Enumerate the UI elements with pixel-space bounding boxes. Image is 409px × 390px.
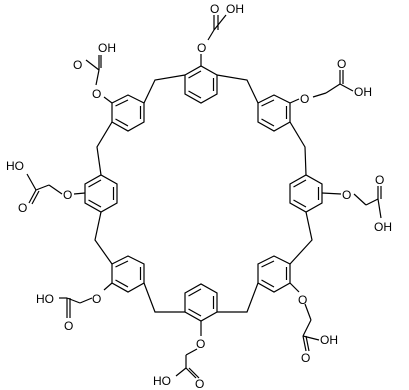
atom-label-ether-oxygen: O bbox=[63, 188, 72, 202]
carboxymethoxy-bonds bbox=[26, 14, 382, 379]
atom-label-carbonyl-oxygen: O bbox=[64, 319, 73, 333]
atom-label-carbonyl-oxygen: O bbox=[73, 58, 82, 72]
aromatic-ring-upper-left bbox=[111, 94, 145, 132]
atom-label-hydroxyl: OH bbox=[374, 220, 392, 234]
atom-label-ether-oxygen: O bbox=[92, 292, 101, 306]
aromatic-ring-lower-left bbox=[111, 255, 145, 293]
aromatic-ring-lower-right bbox=[257, 255, 291, 293]
methylene-bridges bbox=[94, 74, 313, 313]
aromatic-ring-left bbox=[84, 174, 118, 213]
atom-label-carbonyl-oxygen: O bbox=[337, 57, 346, 71]
atom-label-ether-oxygen: O bbox=[197, 41, 206, 55]
atom-label-hydroxyl: OH bbox=[226, 2, 244, 16]
aromatic-ring-upper-right bbox=[257, 94, 291, 132]
atom-label-hydroxyl-reversed: HO bbox=[36, 292, 54, 306]
atom-label-carbonyl-oxygen: O bbox=[210, 2, 219, 16]
atom-label-ether-oxygen: O bbox=[298, 293, 307, 307]
atom-label-carbonyl-oxygen: O bbox=[18, 201, 27, 215]
atom-label-hydroxyl-reversed: HO bbox=[6, 159, 24, 173]
atom-label-hydroxyl: OH bbox=[354, 85, 372, 99]
aromatic-ring-top bbox=[184, 65, 218, 104]
atom-label-ether-oxygen: O bbox=[342, 188, 351, 202]
atom-label-ether-oxygen: O bbox=[300, 92, 309, 106]
atom-label-ether-oxygen: O bbox=[196, 337, 205, 351]
atom-label-ether-oxygen: O bbox=[92, 87, 101, 101]
atom-label-carbonyl-oxygen: O bbox=[375, 173, 384, 187]
aromatic-ring-bottom bbox=[184, 283, 218, 322]
atom-label-hydroxyl: OH bbox=[98, 41, 116, 55]
atom-label-hydroxyl: OH bbox=[320, 333, 338, 347]
atom-label-carbonyl-oxygen: O bbox=[301, 351, 310, 365]
atom-label-carbonyl-oxygen: O bbox=[195, 377, 204, 390]
atom-label-hydroxyl-reversed: HO bbox=[153, 374, 171, 388]
aromatic-ring-right bbox=[289, 174, 323, 213]
